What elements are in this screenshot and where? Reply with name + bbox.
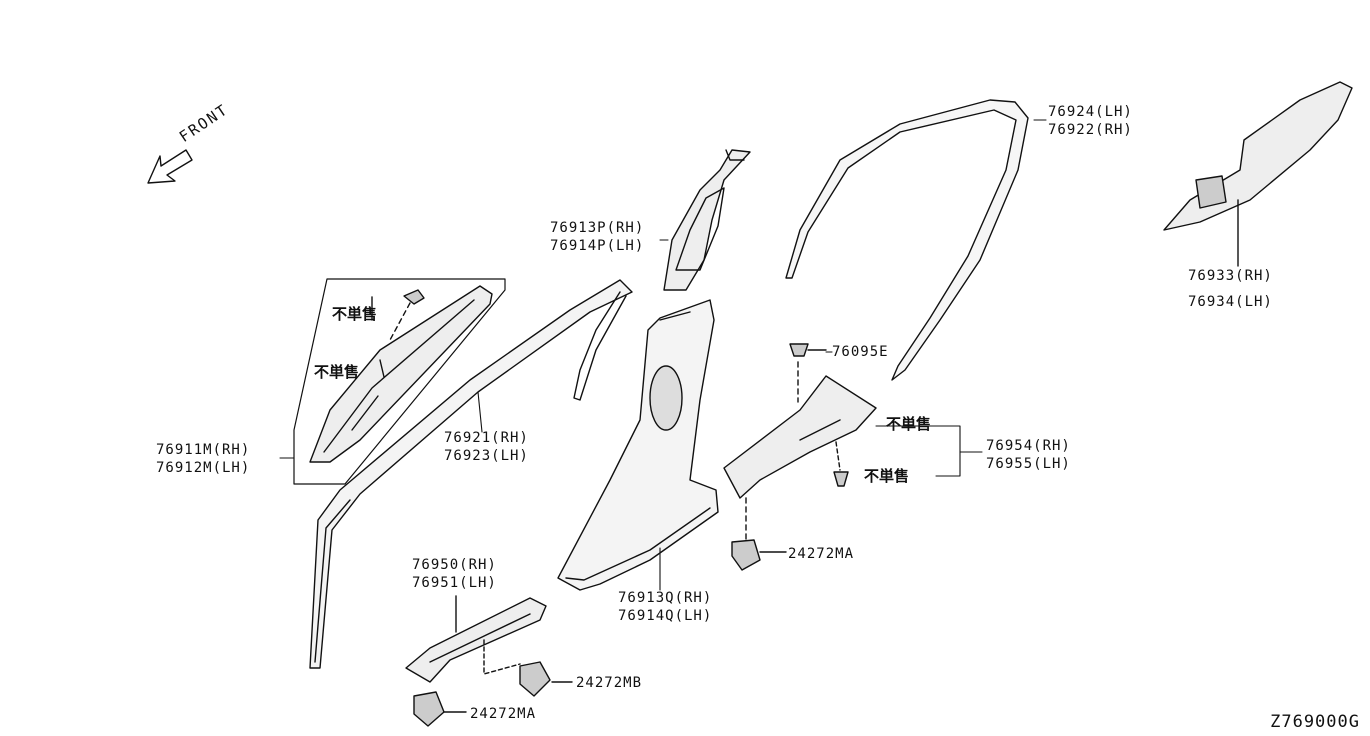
clip-24272mb-icon [519, 661, 573, 697]
part-label-76955: 76955(LH) [986, 456, 1071, 472]
front-arrow-icon [147, 149, 193, 184]
diagram-code: Z769000G [1270, 712, 1360, 732]
not-sold-separately-note: 不単售 [886, 415, 932, 433]
part-label-76951: 76951(LH) [412, 575, 497, 591]
part-label-24272mb: 24272MB [576, 675, 643, 691]
front-pillar-trim-76921 [309, 279, 633, 669]
part-label-76911m: 76911M(RH) [156, 442, 251, 458]
rear-trim-76933 [1163, 81, 1353, 267]
part-label-76933: 76933(RH) [1188, 268, 1273, 284]
part-label-76924: 76924(LH) [1048, 104, 1133, 120]
clip-76095e-icon [789, 343, 827, 403]
part-label-76934: 76934(LH) [1188, 294, 1273, 310]
not-sold-separately-note: 不単售 [314, 363, 360, 381]
part-label-24272ma-top: 24272MA [788, 546, 855, 562]
center-pillar-trim-76913q [557, 299, 719, 591]
part-label-76095e: 76095E [832, 344, 889, 360]
not-sold-separately-note: 不単售 [864, 467, 910, 485]
part-label-76914p: 76914P(LH) [550, 238, 645, 254]
upper-pillar-trim-76913p [663, 149, 751, 291]
part-label-76912m: 76912M(LH) [156, 460, 251, 476]
windshield-pillar-trim-76911m [293, 278, 506, 485]
door-weatherstrip-76924 [785, 99, 1029, 381]
sill-plate-76950 [405, 595, 547, 683]
part-label-76913p: 76913P(RH) [550, 220, 645, 236]
part-label-24272ma-bottom: 24272MA [470, 706, 537, 722]
leader-lines [279, 119, 1047, 591]
part-label-76913q: 76913Q(RH) [618, 590, 713, 606]
part-label-76954: 76954(RH) [986, 438, 1071, 454]
part-label-76921: 76921(RH) [444, 430, 529, 446]
part-label-76922: 76922(RH) [1048, 122, 1133, 138]
not-sold-separately-note: 不単售 [332, 305, 378, 323]
kick-plate-76954 [723, 375, 877, 541]
part-label-76923: 76923(LH) [444, 448, 529, 464]
clip-24272ma-top-icon [731, 539, 787, 571]
part-label-76950: 76950(RH) [412, 557, 497, 573]
clip-24272ma-bottom-icon [413, 691, 467, 727]
part-label-76914q: 76914Q(LH) [618, 608, 713, 624]
